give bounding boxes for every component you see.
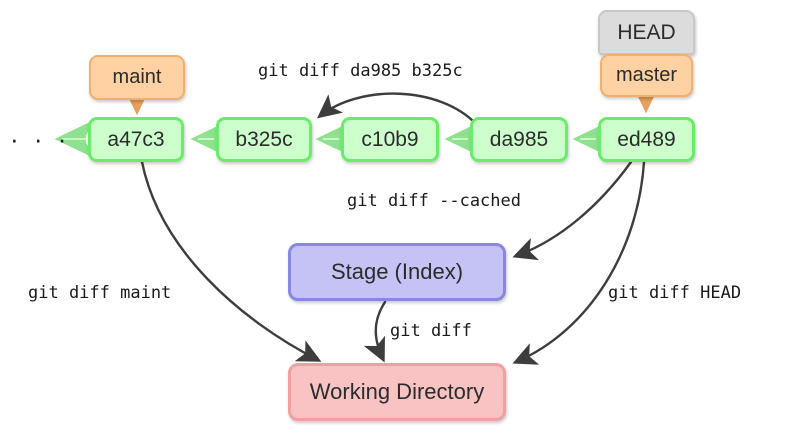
command-label-diff-cached: git diff --cached: [347, 191, 521, 211]
command-label-diff-plain: git diff: [390, 321, 472, 341]
arrow-diff-maint-a47c3-to-workdir: [140, 160, 322, 362]
commit-node-b325c[interactable]: b325c: [216, 117, 312, 162]
arrow-diff-cached-ed489-to-stage: [512, 160, 633, 261]
ref-master[interactable]: master: [600, 54, 693, 97]
commit-label-da985: da985: [489, 127, 549, 151]
ref-head[interactable]: HEAD: [598, 10, 695, 55]
commit-node-c10b9[interactable]: c10b9: [341, 117, 439, 162]
arrow-diff-range-da985-to-b325c: [316, 92, 478, 126]
commit-label-b325c: b325c: [235, 127, 293, 151]
arrow-diff-head-ed489-to-workdir: [512, 160, 646, 365]
stage-index-node[interactable]: Stage (Index): [288, 243, 506, 301]
commit-label-ed489: ed489: [617, 127, 676, 151]
ref-pointer-arrows: [125, 88, 658, 116]
arrow-diff-stage-to-workdir: [363, 300, 387, 363]
commit-label-a47c3: a47c3: [107, 127, 165, 151]
command-label-diff-range: git diff da985 b325c: [258, 61, 463, 81]
ref-maint-label: maint: [112, 66, 162, 88]
working-directory-label: Working Directory: [309, 379, 485, 404]
ref-head-label: HEAD: [617, 20, 676, 44]
ref-maint[interactable]: maint: [89, 55, 185, 100]
commit-node-ed489[interactable]: ed489: [598, 117, 695, 162]
command-label-diff-head: git diff HEAD: [608, 283, 742, 303]
command-label-diff-maint: git diff maint: [28, 283, 172, 303]
ref-master-label: master: [615, 64, 678, 86]
working-directory-node[interactable]: Working Directory: [288, 363, 506, 421]
commit-node-da985[interactable]: da985: [470, 117, 568, 162]
diff-arrows: [140, 92, 646, 365]
commit-node-a47c3[interactable]: a47c3: [88, 117, 184, 162]
stage-index-label: Stage (Index): [330, 259, 464, 284]
history-ellipsis: · · ·: [10, 124, 71, 154]
commit-label-c10b9: c10b9: [361, 127, 419, 151]
